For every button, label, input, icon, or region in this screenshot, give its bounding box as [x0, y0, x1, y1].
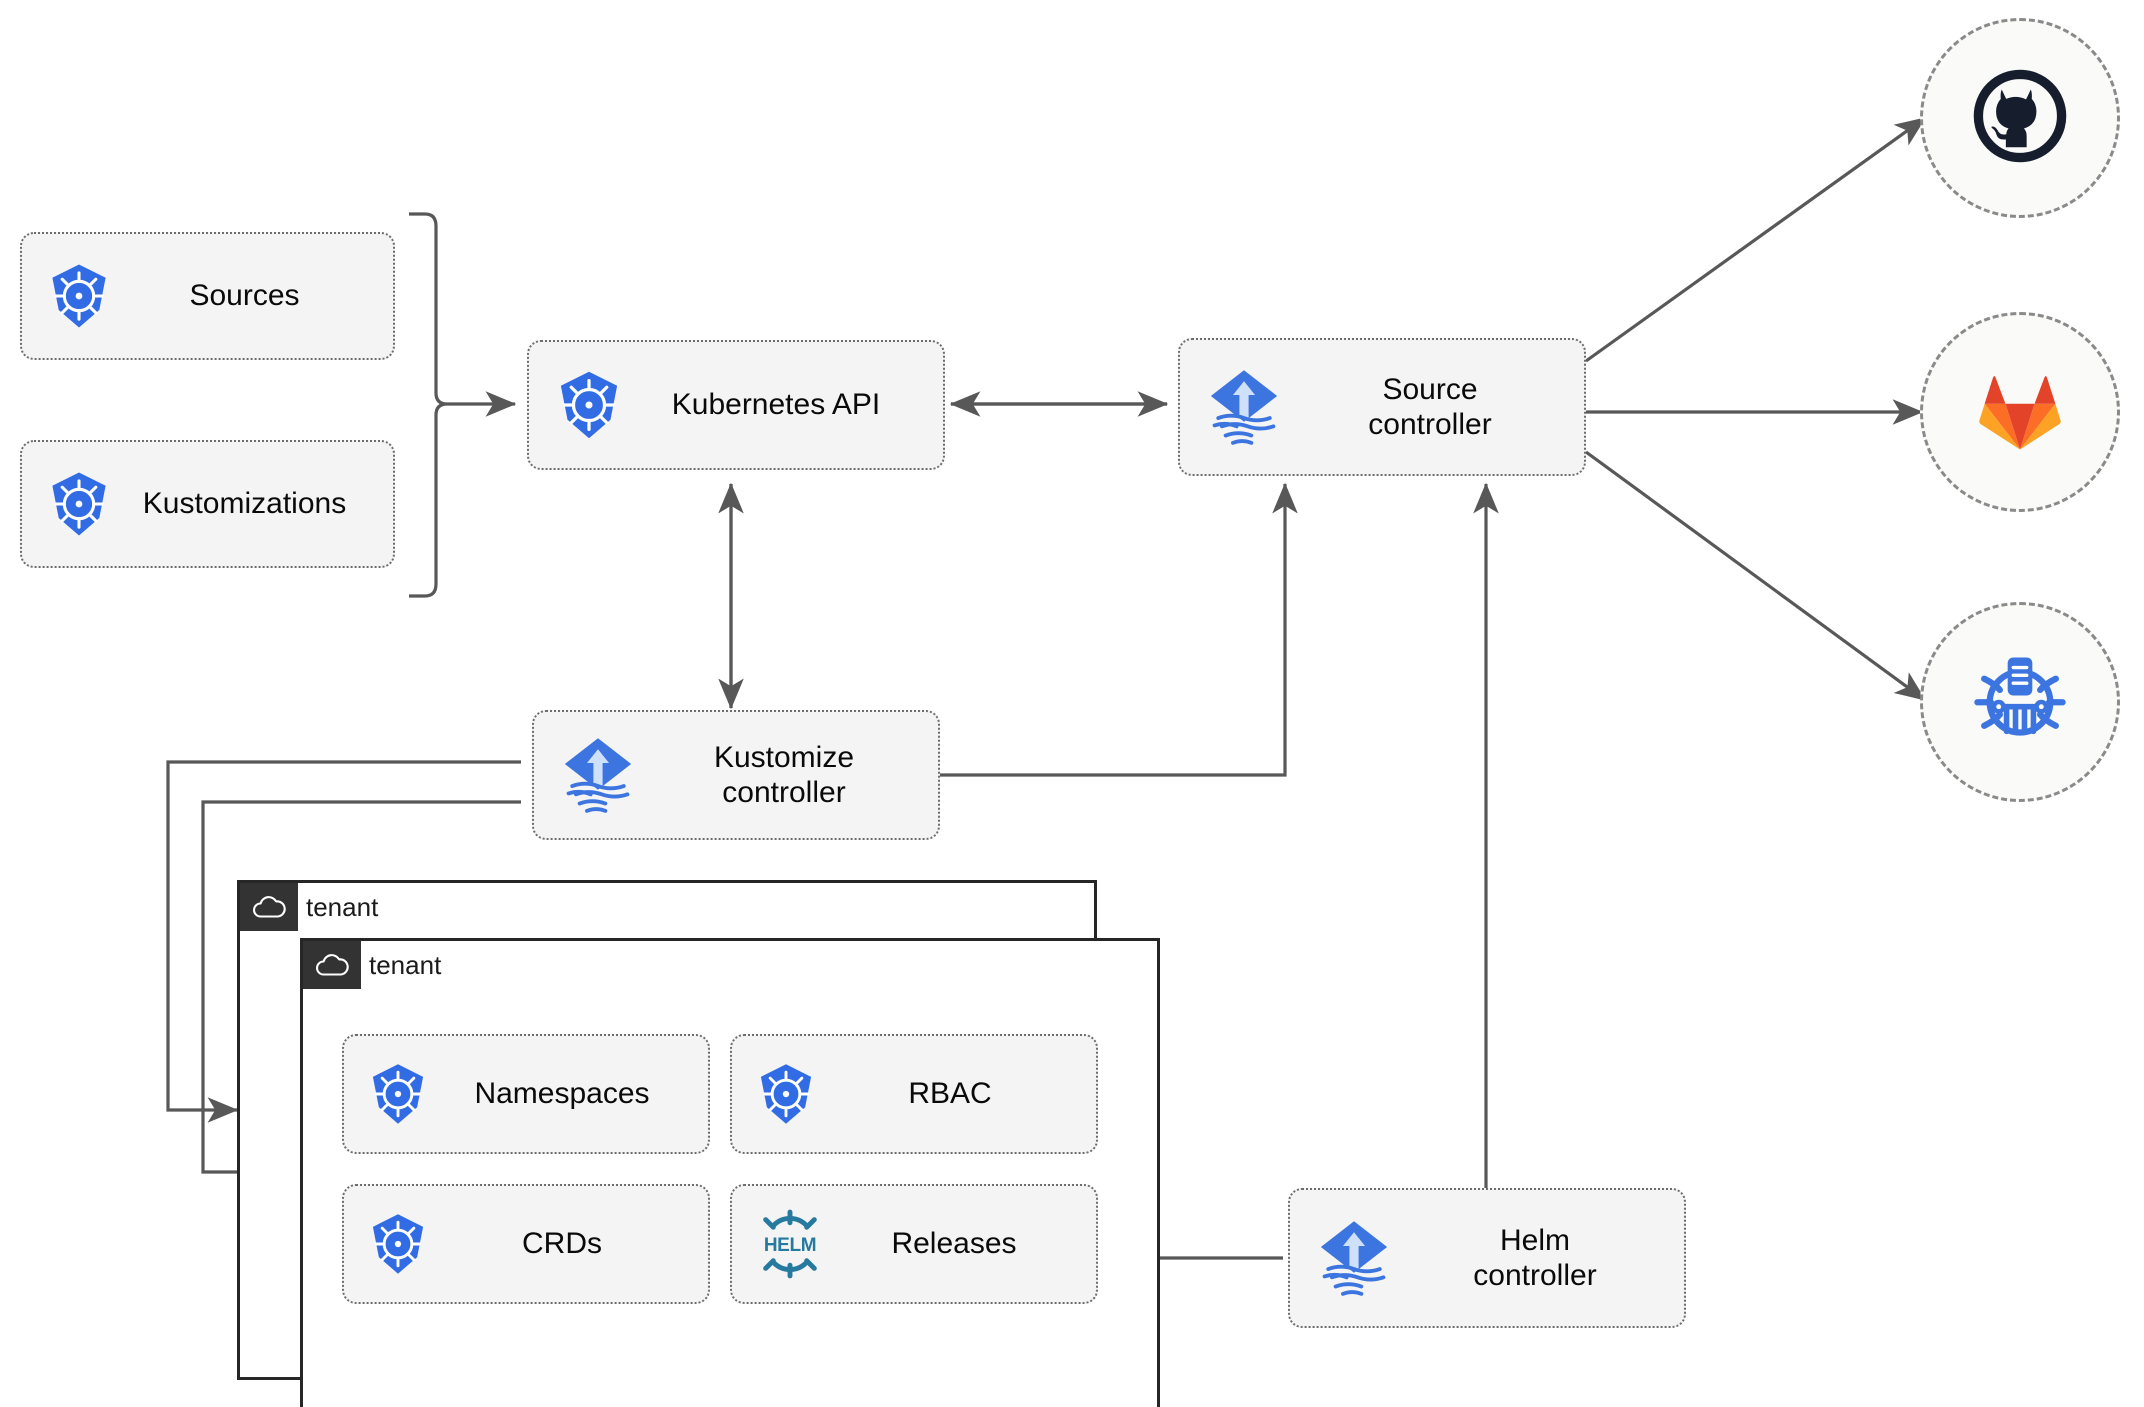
cloud-icon: [240, 883, 298, 931]
node-label: CRDs: [522, 1227, 602, 1261]
node-label: RBAC: [908, 1077, 992, 1111]
node-kustomizations[interactable]: Kustomizations: [20, 440, 395, 568]
tenant-label: tenant: [369, 949, 442, 980]
tenant-group-front: tenant: [300, 938, 1160, 1407]
endpoint-gitlab[interactable]: [1920, 312, 2120, 512]
node-kubernetes-api[interactable]: Kubernetes API: [527, 340, 945, 470]
kubernetes-icon: [362, 1061, 434, 1127]
wire-source-to-github: [1585, 116, 1927, 363]
github-icon: [1968, 64, 2072, 173]
cloud-icon: [303, 941, 361, 989]
kubernetes-icon: [42, 469, 116, 539]
wire-resource-bracket: [409, 212, 448, 598]
wire-kustomize-to-source: [940, 482, 1298, 777]
node-kustomize-controller[interactable]: Kustomize controller: [532, 710, 940, 840]
node-releases[interactable]: HELM Releases: [730, 1184, 1098, 1304]
flux-icon: [1306, 1212, 1402, 1304]
wire-source-to-helmrepo: [1585, 450, 1927, 702]
node-namespaces[interactable]: Namespaces: [342, 1034, 710, 1154]
node-label: Kustomizations: [142, 487, 347, 521]
endpoint-helm-repository[interactable]: [1920, 602, 2120, 802]
node-label: Releases: [891, 1227, 1017, 1261]
flux-icon: [550, 729, 646, 821]
node-helm-controller[interactable]: Helm controller: [1288, 1188, 1686, 1328]
helm-repo-icon: [1964, 644, 2076, 761]
kubernetes-icon: [549, 368, 629, 442]
helm-icon: HELM: [750, 1206, 830, 1282]
node-crds[interactable]: CRDs: [342, 1184, 710, 1304]
node-label: Helm controller: [1473, 1223, 1597, 1292]
kubernetes-icon: [362, 1211, 434, 1277]
tenant-label: tenant: [306, 891, 379, 922]
node-label: Sources: [189, 279, 300, 313]
node-source-controller[interactable]: Source controller: [1178, 338, 1586, 476]
node-rbac[interactable]: RBAC: [730, 1034, 1098, 1154]
node-sources[interactable]: Sources: [20, 232, 395, 360]
svg-text:HELM: HELM: [764, 1235, 816, 1256]
kubernetes-icon: [42, 261, 116, 331]
node-label: Kustomize controller: [713, 740, 855, 809]
node-label: Source controller: [1368, 372, 1492, 441]
kubernetes-icon: [750, 1061, 822, 1127]
node-label: Namespaces: [474, 1077, 650, 1111]
endpoint-github[interactable]: [1920, 18, 2120, 218]
gitlab-icon: [1968, 358, 2072, 467]
flux-icon: [1196, 361, 1292, 453]
node-label: Kubernetes API: [671, 388, 881, 422]
